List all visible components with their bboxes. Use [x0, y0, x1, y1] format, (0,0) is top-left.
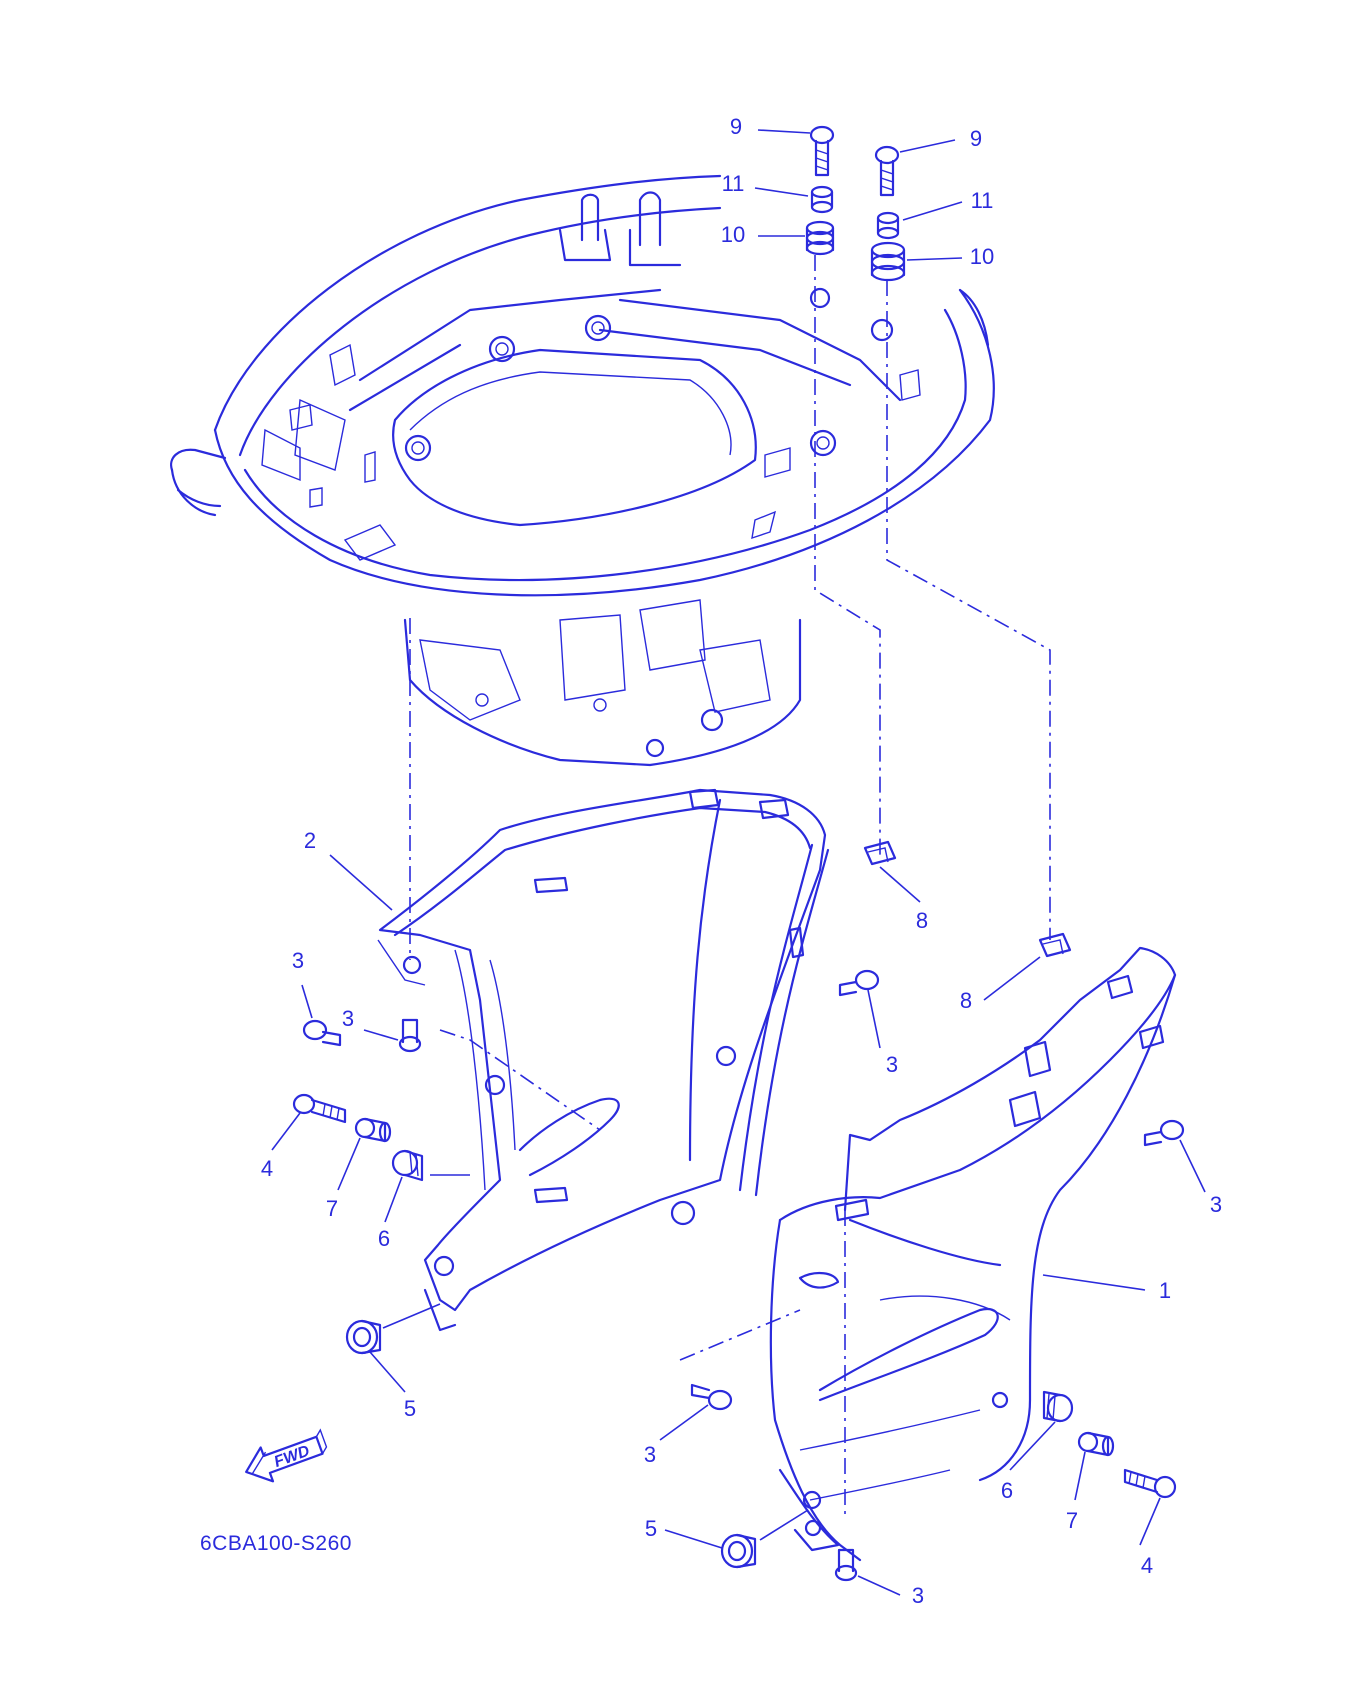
screw-3-a	[302, 1019, 342, 1047]
callout-3: 3	[1210, 1192, 1222, 1217]
callout-9: 9	[970, 126, 982, 151]
callout-5: 5	[404, 1396, 416, 1421]
callout-6: 6	[378, 1226, 390, 1251]
callout-3: 3	[886, 1052, 898, 1077]
callout-8: 8	[960, 988, 972, 1013]
collar-11-left	[810, 185, 834, 214]
callout-3: 3	[644, 1442, 656, 1467]
screw-3-b	[398, 1018, 422, 1053]
callout-7: 7	[1066, 1508, 1078, 1533]
alignment-lines	[409, 255, 1051, 1520]
callout-8: 8	[916, 908, 928, 933]
callout-4: 4	[1141, 1553, 1153, 1578]
fwd-label: FWD	[272, 1442, 312, 1471]
screw-3-e	[690, 1383, 733, 1411]
callout-7: 7	[326, 1196, 338, 1221]
screw-3-f	[834, 1548, 858, 1582]
leader-lines	[271, 129, 1206, 1596]
callout-1: 1	[1159, 1278, 1171, 1303]
callout-2: 2	[304, 828, 316, 853]
grommet-5-right	[720, 1533, 757, 1569]
clip-8-lower	[1038, 932, 1072, 958]
callout-labels: 9 9 11 11 10 10 2 1 8 8 3 3 3 3 3 3 4 4 …	[261, 114, 1222, 1608]
fwd-arrow-icon: FWD	[245, 1428, 328, 1483]
grommet-5-left	[345, 1319, 382, 1355]
callout-11: 11	[722, 171, 745, 196]
callout-3: 3	[292, 948, 304, 973]
collar-7-left	[354, 1117, 392, 1143]
screw-3-c	[838, 969, 880, 997]
callout-11: 11	[971, 188, 994, 213]
screw-3-d	[1143, 1119, 1185, 1147]
collar-7-right	[1077, 1431, 1115, 1457]
screw-9-right	[874, 145, 900, 197]
bottom-cowling-tray	[170, 174, 995, 767]
grommet-6-left	[391, 1149, 424, 1182]
clip-8-upper	[863, 840, 897, 866]
drawing-code: 6CBA100-S260	[200, 1532, 352, 1555]
collar-11-right	[876, 211, 900, 240]
callout-6: 6	[1001, 1478, 1013, 1503]
callout-10: 10	[970, 244, 994, 269]
callout-5: 5	[645, 1516, 657, 1541]
grommet-10-left	[805, 220, 835, 256]
grommet-10-right	[870, 241, 906, 282]
apron-left-part-2	[377, 788, 830, 1332]
fasteners	[292, 125, 1185, 1582]
bolt-4-right	[1123, 1468, 1177, 1499]
apron-right-part-1	[769, 946, 1177, 1562]
callout-3: 3	[912, 1583, 924, 1608]
callout-9: 9	[730, 114, 742, 139]
callout-3: 3	[342, 1006, 354, 1031]
callout-10: 10	[721, 222, 745, 247]
grommet-6-right	[1042, 1390, 1074, 1423]
callout-4: 4	[261, 1156, 273, 1181]
bolt-4-left	[292, 1093, 347, 1124]
screw-9-left	[809, 125, 835, 177]
